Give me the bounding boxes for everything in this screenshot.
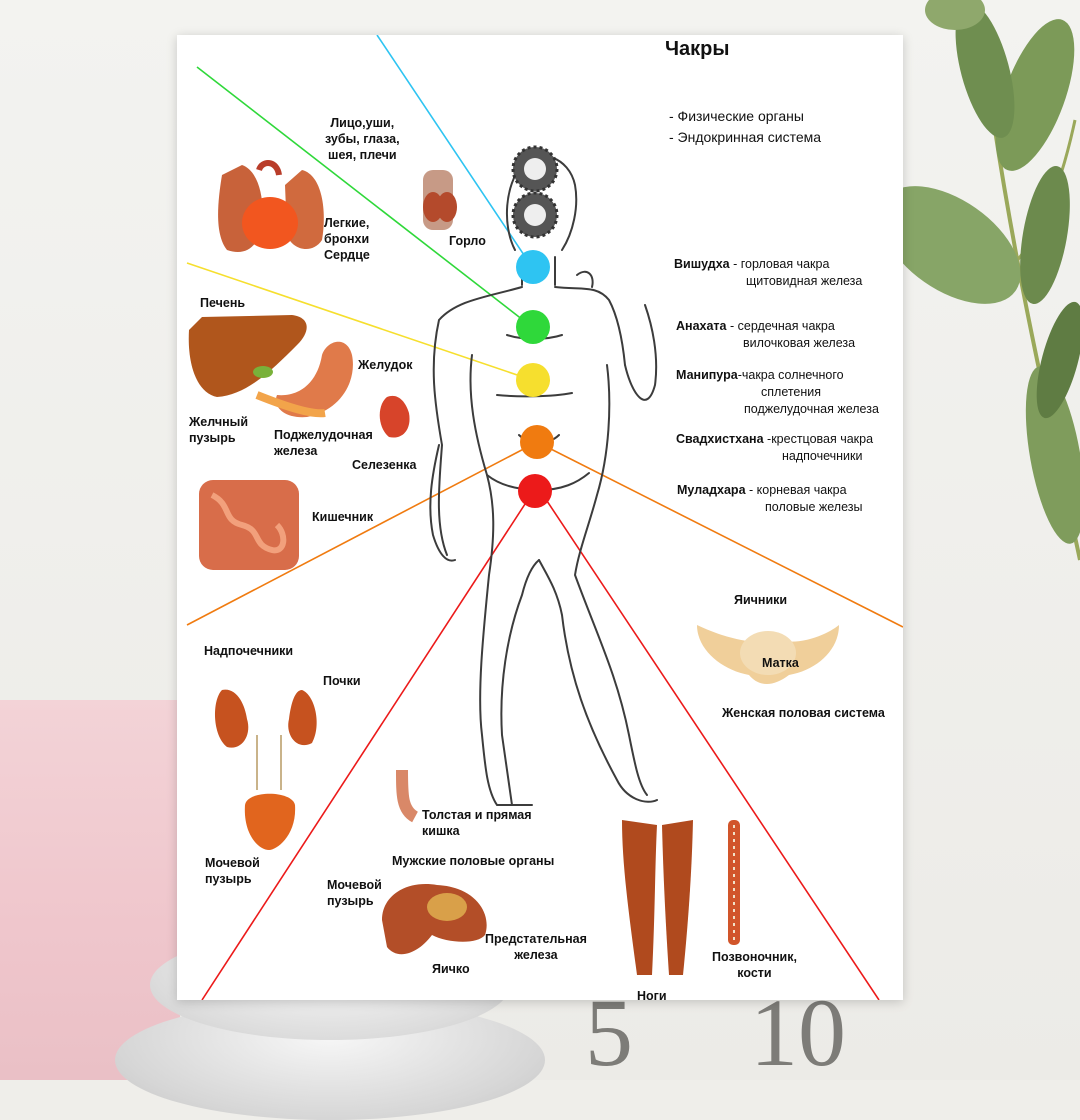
label-gallbladder: Желчный пузырь xyxy=(189,415,249,445)
poster-artwork xyxy=(186,35,903,1000)
label-prostate: Предстательная железа xyxy=(485,932,587,962)
male-organs-illustration xyxy=(382,884,487,955)
chakra-dot-anahata xyxy=(516,310,550,344)
uterus-illustration xyxy=(697,625,839,684)
label-legs: Ноги xyxy=(637,989,667,1000)
liver-illustration xyxy=(188,315,307,397)
label-testicle: Яичко xyxy=(432,962,470,976)
chakra-dot-muladhara xyxy=(518,474,552,508)
crown-chakra-symbols xyxy=(511,145,559,239)
chakra-poster: Чакры - Физические органы - Эндокринная … xyxy=(177,35,903,1000)
chakra-label-vishuddha: Вишудха - горловая чакра щитовидная желе… xyxy=(674,257,863,288)
ray-svadhisthana-left xyxy=(186,441,538,626)
background-number-right: 10 xyxy=(750,979,846,1086)
label-spine-bones: Позвоночник, кости xyxy=(712,950,797,980)
thyroid-illustration xyxy=(423,170,457,230)
label-intestine: Кишечник xyxy=(312,510,374,524)
spleen-illustration xyxy=(379,395,410,438)
label-ovaries: Яичники xyxy=(734,593,788,607)
ray-muladhara-right xyxy=(546,500,880,1000)
kidneys-bladder-illustration xyxy=(215,689,317,850)
label-uterus: Матка xyxy=(762,656,799,670)
label-adrenals: Надпочечники xyxy=(204,644,294,658)
intestine-illustration xyxy=(199,480,299,570)
chakra-dot-svadhisthana xyxy=(520,425,554,459)
label-pancreas: Поджелудочная железа xyxy=(274,428,373,458)
label-female-system: Женская половая система xyxy=(722,706,885,720)
poster-title: Чакры xyxy=(665,38,730,60)
eucalyptus-branch xyxy=(879,0,1080,561)
spine-illustration xyxy=(728,820,740,945)
chakra-dot-manipura xyxy=(516,363,550,397)
label-lungs-heart: Легкие, бронхи Сердце xyxy=(324,216,370,262)
chakra-label-anahata: Анахата - сердечная чакра вилочковая жел… xyxy=(676,319,856,350)
stomach-illustration xyxy=(253,341,353,418)
legend-physical-organs: - Физические органы xyxy=(669,108,804,124)
label-stomach: Желудок xyxy=(358,358,413,372)
legend-endocrine-system: - Эндокринная система xyxy=(669,129,822,145)
background-pink-panel xyxy=(0,700,180,1080)
label-face-neck: Лицо,уши, зубы, глаза, шея, плечи xyxy=(325,116,400,162)
label-male-organs: Мужские половые органы xyxy=(392,854,555,868)
background-number-left: 5 xyxy=(585,979,633,1086)
lungs-heart-illustration xyxy=(218,160,324,253)
ray-anahata xyxy=(196,66,533,328)
chakra-label-svadhisthana: Свадхистхана -крестцовая чакра надпочечн… xyxy=(676,432,874,463)
label-male-bladder: Мочевой пузырь xyxy=(327,878,382,908)
ray-svadhisthana-right xyxy=(536,441,903,628)
label-bladder: Мочевой пузырь xyxy=(205,856,260,886)
label-kidneys: Почки xyxy=(323,674,361,688)
chakra-dot-vishuddha xyxy=(516,250,550,284)
legs-illustration xyxy=(622,820,693,975)
colon-illustration xyxy=(396,769,419,823)
ray-vishuddha xyxy=(376,35,533,268)
label-colon: Толстая и прямая кишка xyxy=(422,808,532,838)
label-throat: Горло xyxy=(449,234,486,248)
label-spleen: Селезенка xyxy=(352,458,417,472)
chakra-label-manipura: Манипура-чакра солнечного сплетения подж… xyxy=(676,368,879,416)
label-liver: Печень xyxy=(200,296,246,310)
chakra-label-muladhara: Муладхара - корневая чакра половые желез… xyxy=(677,483,863,514)
ray-muladhara-left xyxy=(201,500,528,1000)
ray-manipura xyxy=(186,262,533,381)
